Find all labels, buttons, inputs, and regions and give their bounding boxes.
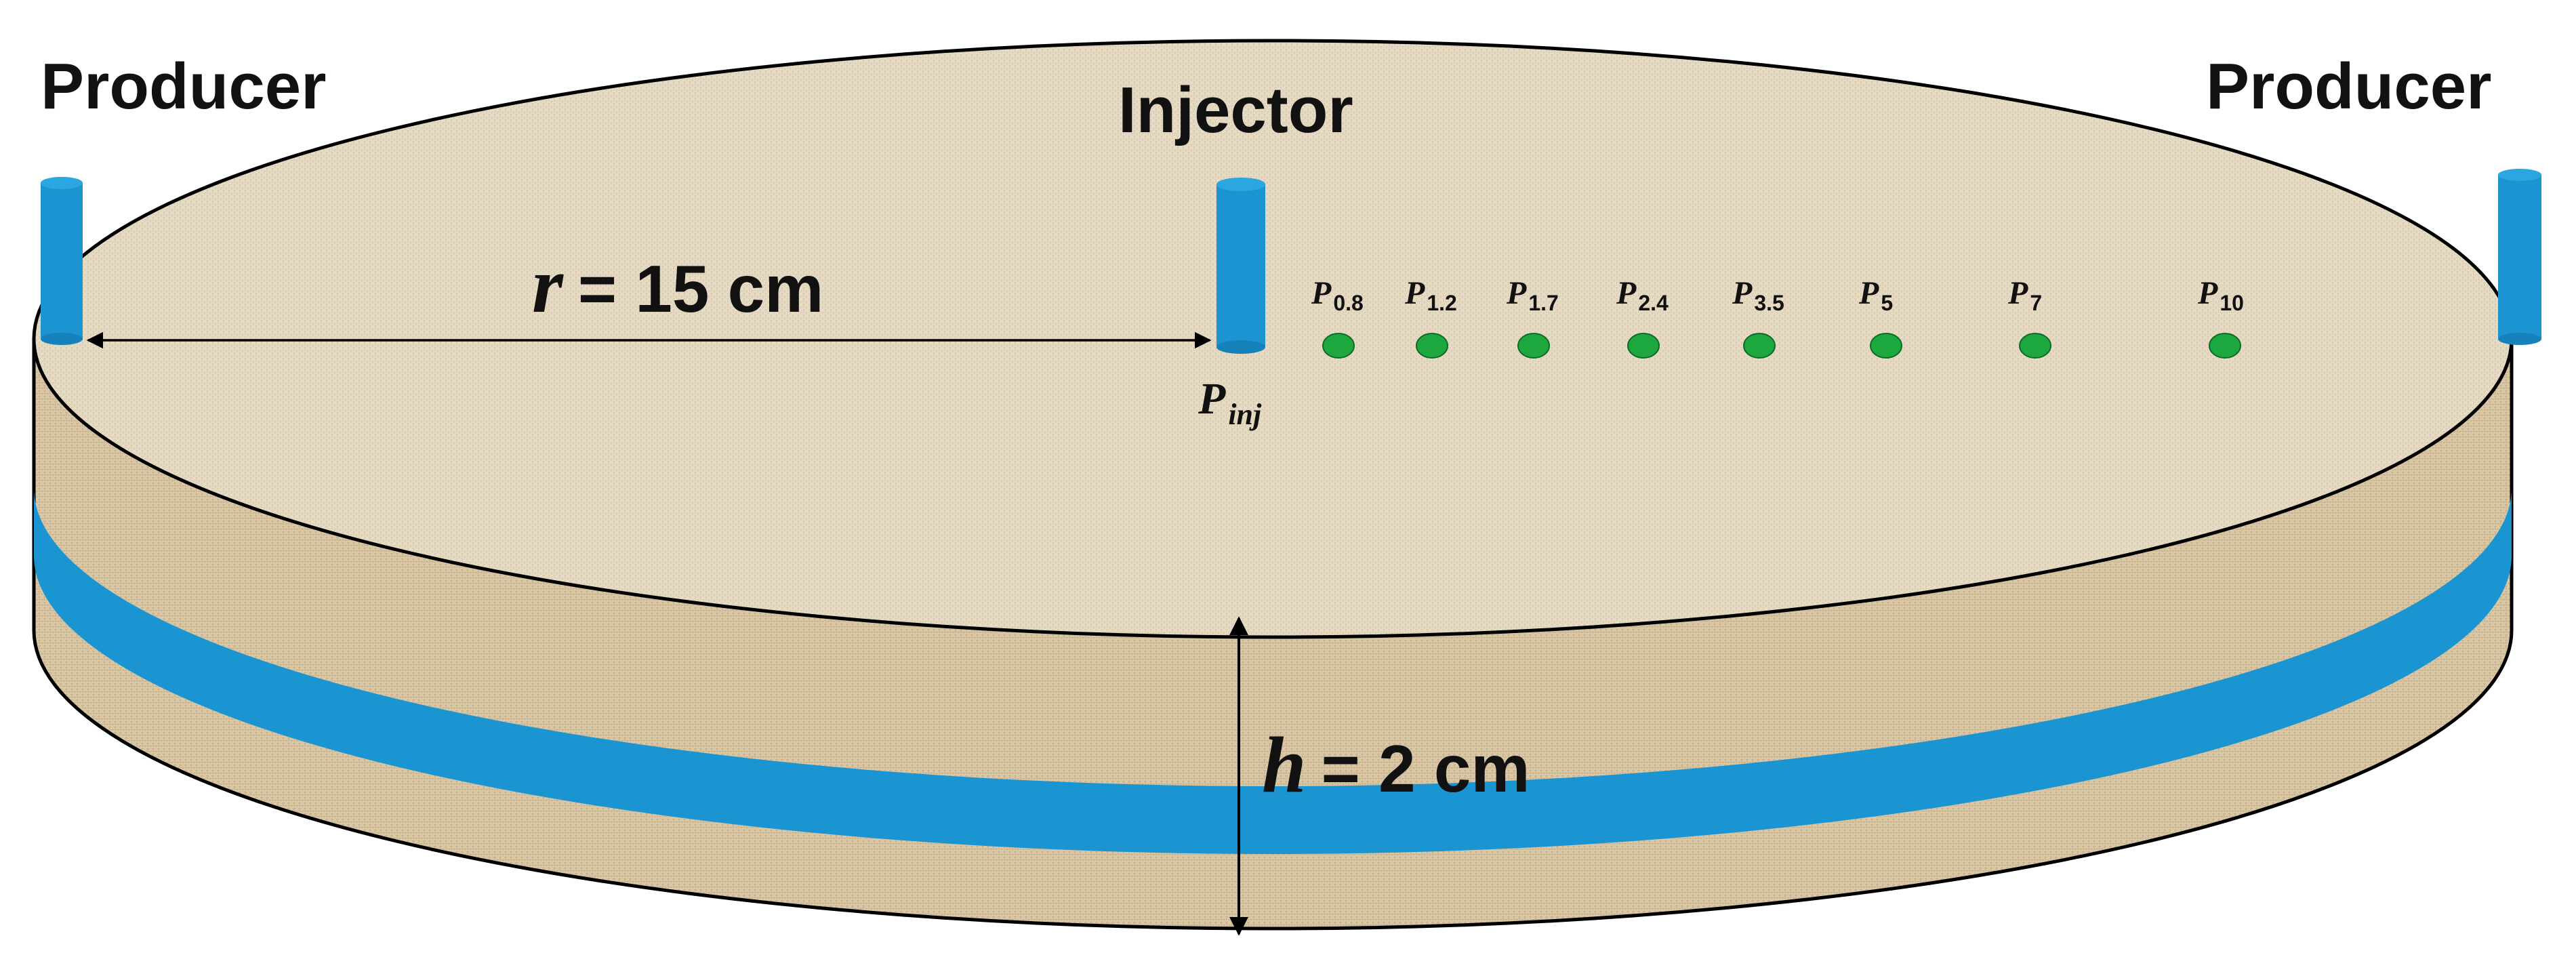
injector-pressure-label: P inj <box>1198 374 1262 431</box>
producer-left-label: Producer <box>41 50 326 123</box>
probe-dot-1 <box>1322 333 1355 359</box>
height-value: = 2 cm <box>1322 731 1530 806</box>
probe-label-3: P1.7 <box>1506 275 1559 315</box>
radius-value: = 15 cm <box>578 251 823 326</box>
probe-label-6: P5 <box>1858 275 1893 315</box>
probe-dot-3 <box>1517 333 1550 359</box>
probe-label-main: P <box>1858 275 1879 311</box>
producer-right-label: Producer <box>2206 50 2491 123</box>
probe-label-1: P0.8 <box>1311 275 1364 315</box>
radius-symbol: r <box>532 241 564 329</box>
probe-dot-6 <box>1870 333 1902 359</box>
probe-label-8: P10 <box>2197 275 2244 315</box>
probe-label-2: P1.2 <box>1404 275 1457 315</box>
probe-label-main: P <box>1616 275 1637 311</box>
height-label: h = 2 cm <box>1262 720 1530 809</box>
probe-label-sub: 10 <box>2220 291 2244 315</box>
probe-label-main: P <box>1404 275 1425 311</box>
probe-label-sub: 5 <box>1881 291 1893 315</box>
probe-label-main: P <box>1311 275 1332 311</box>
probe-label-sub: 1.7 <box>1528 291 1558 315</box>
probe-label-7: P7 <box>2007 275 2042 315</box>
probe-label-5: P3.5 <box>1732 275 1784 315</box>
probe-label-sub: 7 <box>2030 291 2042 315</box>
probe-label-sub: 2.4 <box>1638 291 1669 315</box>
probe-label-4: P2.4 <box>1616 275 1669 315</box>
probe-label-sub: 1.2 <box>1427 291 1456 315</box>
probe-dot-2 <box>1416 333 1448 359</box>
height-symbol: h <box>1262 720 1307 809</box>
probe-label-main: P <box>2007 275 2028 311</box>
probe-dot-7 <box>2019 333 2051 359</box>
injector-well <box>1217 178 1265 354</box>
probe-label-main: P <box>2197 275 2218 311</box>
probe-label-sub: 0.8 <box>1333 291 1363 315</box>
side-blue-band <box>34 488 2512 854</box>
probe-label-main: P <box>1506 275 1527 311</box>
injector-pressure-main: P <box>1198 374 1226 424</box>
injector-label: Injector <box>1118 74 1353 146</box>
producer-well-right <box>2498 169 2541 345</box>
probe-label-sub: 3.5 <box>1754 291 1784 315</box>
probe-label-main: P <box>1732 275 1753 311</box>
radius-label: r = 15 cm <box>532 241 823 329</box>
probe-dot-8 <box>2209 333 2241 359</box>
injector-pressure-sub: inj <box>1228 398 1262 431</box>
producer-well-left <box>41 177 83 345</box>
probe-dot-4 <box>1627 333 1660 359</box>
probe-dot-5 <box>1743 333 1776 359</box>
